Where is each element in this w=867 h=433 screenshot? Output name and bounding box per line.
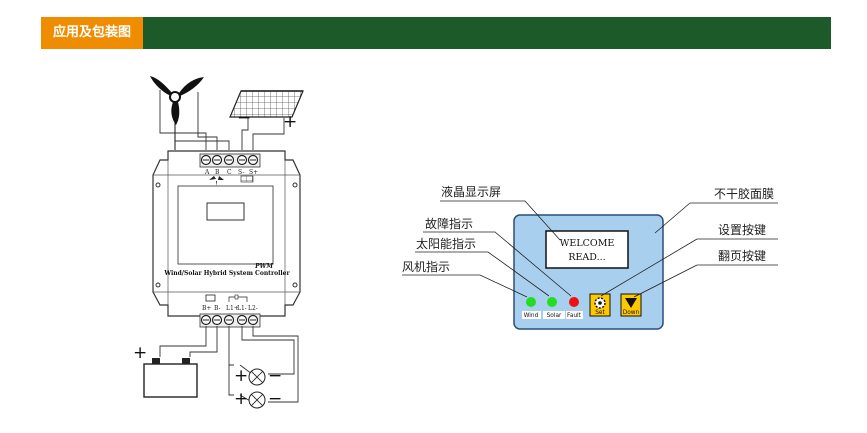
load-lamp-2-icon — [248, 391, 266, 409]
battery-plus-sign: + — [133, 343, 147, 363]
terminal-label-c: C — [227, 169, 232, 176]
terminal-label-l1-minus: L1- — [237, 305, 247, 312]
load-lamp-1-icon — [248, 368, 266, 386]
battery-symbol-icon — [205, 294, 216, 302]
battery-icon — [143, 358, 198, 398]
down-button-label: Down — [623, 310, 640, 316]
controller-body — [152, 150, 301, 317]
callout-set: 设置按键 — [718, 223, 766, 237]
lcd-screen — [545, 230, 629, 269]
terminal-label-b: B — [215, 169, 220, 176]
callout-fault: 故障指示 — [425, 216, 473, 231]
terminal-label-l1-plus: L1+ — [226, 305, 239, 312]
input-wires — [159, 90, 285, 150]
callout-lcd: 液晶显示屏 — [441, 184, 501, 199]
callout-lines — [402, 200, 778, 298]
wind-turbine-icon — [150, 76, 204, 150]
solar-panel-icon — [229, 90, 304, 118]
terminal-label-s-minus: S- — [238, 169, 244, 176]
load1-plus-sign: + — [234, 366, 248, 386]
callout-page: 翻页按键 — [718, 249, 766, 263]
fault-led-label: Fault — [567, 313, 582, 319]
load1-minus-sign: − — [268, 366, 282, 386]
callout-wind: 风机指示 — [402, 259, 450, 274]
section-header-bar — [41, 17, 831, 49]
top-terminal-block — [199, 153, 261, 168]
set-button-label: Set — [595, 310, 605, 316]
load2-plus-sign: + — [234, 389, 248, 409]
wiring-diagram: − + PWM Wind/Solar Hybrid System Control… — [133, 76, 304, 409]
wind-led-icon — [526, 297, 536, 307]
solar-led-icon — [547, 297, 557, 307]
solar-led-label: Solar — [547, 313, 562, 319]
set-button[interactable]: Set — [589, 293, 611, 317]
device-name-label: Wind/Solar Hybrid System Controller — [163, 270, 290, 277]
lcd-line-2: READ... — [568, 252, 605, 263]
load2-minus-sign: − — [268, 389, 282, 409]
solar-plus-sign: + — [283, 112, 297, 132]
bottom-terminal-block — [199, 313, 261, 328]
control-panel-diagram: WELCOME READ... Wind Solar Fault Set Dow… — [402, 184, 778, 330]
wind-led-label: Wind — [524, 313, 539, 319]
fault-led-label-box — [566, 311, 583, 319]
mini-solar-icon — [240, 175, 254, 183]
solar-minus-sign: − — [237, 108, 251, 128]
wind-led-label-box — [522, 311, 541, 319]
solar-led-label-box — [543, 311, 565, 319]
fault-led-icon — [569, 297, 579, 307]
terminal-label-l2-minus: L2- — [248, 305, 258, 312]
callout-membrane: 不干胶面膜 — [714, 186, 774, 201]
down-button[interactable]: Down — [620, 293, 642, 317]
output-wires — [159, 326, 299, 403]
section-title-tab[interactable]: 应用及包装图 — [41, 17, 143, 49]
lcd-line-1: WELCOME — [560, 238, 615, 249]
down-arrow-icon — [625, 298, 637, 308]
terminal-label-b-plus: B+ — [202, 305, 211, 312]
terminal-label-a: A — [204, 169, 210, 176]
device-model-label: PWM — [254, 263, 273, 270]
terminal-label-s-plus: S+ — [249, 169, 258, 176]
terminal-label-b-minus: B- — [214, 305, 221, 312]
load-symbol-icon — [228, 294, 248, 302]
callout-solar: 太阳能指示 — [416, 236, 476, 251]
mini-turbine-icon — [209, 176, 224, 186]
